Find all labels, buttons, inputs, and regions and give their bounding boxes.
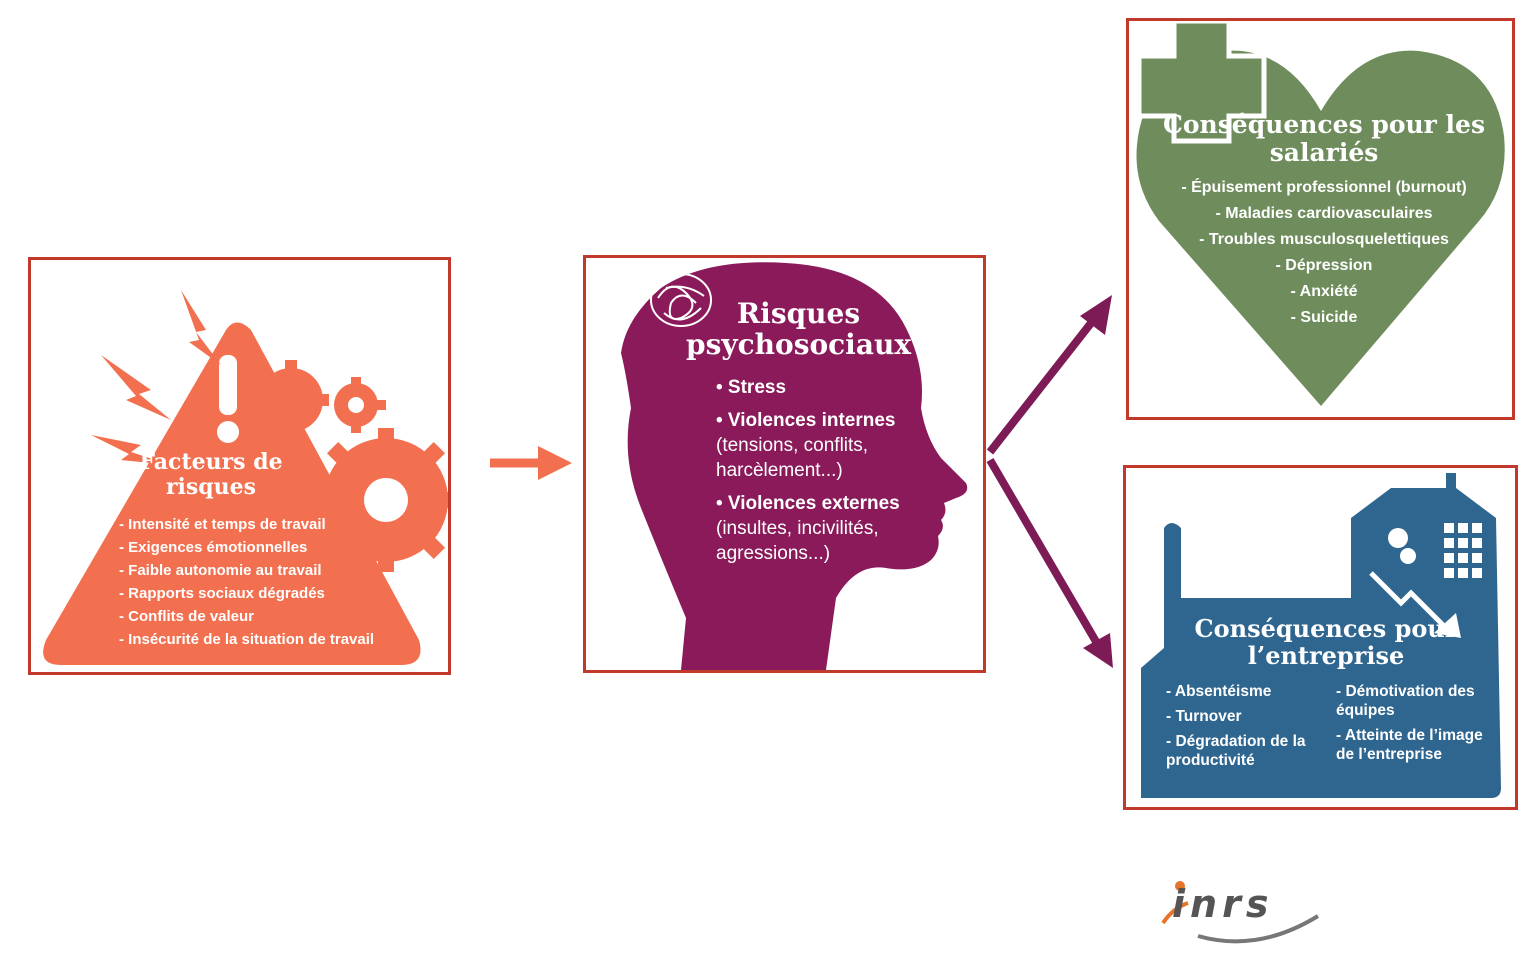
list-item: - Troubles musculosquelettiques	[1199, 231, 1449, 248]
list-item-detail: (tensions, conflits, harcèlement...)	[716, 434, 869, 481]
lightning-bolt-icon	[91, 435, 171, 465]
company-consequences-title: Conséquences pour l’entreprise	[1194, 614, 1458, 670]
purple-arrow-down-icon	[986, 457, 1113, 668]
warning-triangle	[43, 322, 421, 665]
inrs-logo-text: inrs	[1172, 882, 1274, 926]
list-item: - Turnover	[1166, 707, 1242, 725]
medical-cross-icon	[1136, 21, 1267, 144]
list-item: • Stress	[716, 375, 983, 400]
list-item: - Dégradation de la productivité	[1166, 732, 1306, 769]
list-item: - Suicide	[1290, 309, 1358, 326]
list-item: - Maladies cardiovasculaires	[1215, 205, 1433, 222]
lightning-bolt-icon	[181, 290, 221, 365]
list-item-label: • Stress	[716, 376, 787, 398]
list-item: - Faible autonomie au travail	[119, 562, 322, 580]
company-consequences-list-right: - Démotivation des équipes - Atteinte de…	[1336, 682, 1496, 776]
company-consequences-list-left: - Absentéisme - Turnover - Dégradation d…	[1166, 682, 1336, 776]
heart-illustration	[1136, 21, 1505, 407]
orange-arrow-icon	[490, 446, 572, 480]
list-item: - Insécurité de la situation de travail	[119, 631, 375, 649]
list-item-detail: (insultes, incivilités, agressions...)	[716, 517, 879, 564]
risk-factors-list: - Intensité et temps de travail - Exigen…	[119, 513, 401, 651]
brain-scribble-icon	[650, 273, 712, 327]
employee-consequences-title: Conséquences pour les salariés	[1162, 110, 1486, 167]
psychosocial-risks-panel: Risques psychosociaux • Stress • Violenc…	[583, 255, 986, 673]
employee-consequences-list: - Épuisement professionnel (burnout) - M…	[1149, 175, 1499, 331]
head-silhouette	[621, 262, 968, 670]
psychosocial-title: Risques psychosociaux	[686, 297, 912, 362]
window-grid-icon	[1444, 523, 1482, 578]
purple-arrow-up-icon	[986, 295, 1112, 455]
list-item: - Exigences émotionnelles	[119, 539, 308, 557]
list-item: • Violences externes (insultes, incivili…	[716, 491, 983, 566]
list-item: - Anxiété	[1290, 283, 1358, 300]
list-item: - Dépression	[1275, 257, 1373, 274]
lightning-bolt-icon	[101, 355, 171, 420]
warning-triangle-illustration	[43, 290, 448, 665]
list-item: - Intensité et temps de travail	[119, 516, 326, 534]
factory-illustration	[1141, 473, 1501, 798]
list-item: - Atteinte de l’image de l’entreprise	[1336, 726, 1483, 763]
employee-consequences-panel: Conséquences pour les salariés - Épuisem…	[1126, 18, 1515, 420]
psychosocial-list: • Stress • Violences internes (tensions,…	[716, 375, 983, 566]
list-item: - Rapports sociaux dégradés	[119, 585, 325, 603]
list-item: - Absentéisme	[1166, 682, 1272, 700]
list-item-label: • Violences externes	[716, 492, 900, 514]
inrs-logo	[1161, 881, 1320, 944]
head-silhouette-illustration	[621, 262, 968, 670]
list-item-label: • Violences internes	[716, 409, 896, 431]
company-consequences-panel: Conséquences pour l’entreprise - Absenté…	[1123, 465, 1518, 810]
list-item: - Conflits de valeur	[119, 608, 255, 626]
risk-factors-panel: Facteurs de risques - Intensité et temps…	[28, 257, 451, 675]
list-item: - Démotivation des équipes	[1336, 682, 1475, 719]
declining-trend-icon	[1369, 571, 1448, 630]
list-item: • Violences internes (tensions, conflits…	[716, 408, 983, 483]
list-item: - Épuisement professionnel (burnout)	[1181, 179, 1467, 196]
risk-factors-title: Facteurs de risques	[139, 449, 283, 500]
gears-icon	[1388, 528, 1416, 564]
